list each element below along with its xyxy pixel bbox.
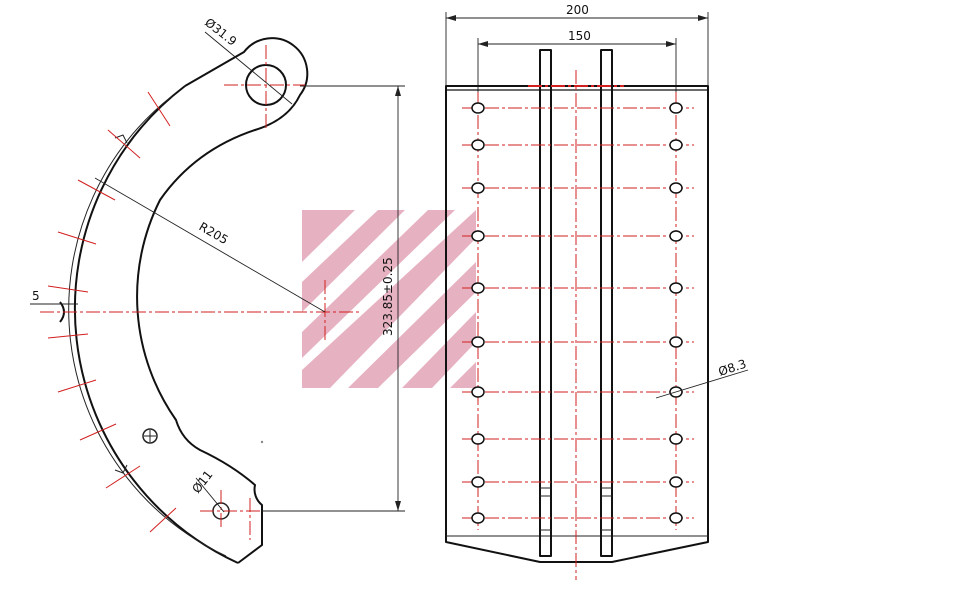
lining-notch-bottom	[114, 464, 128, 474]
small-hole-lower	[142, 428, 158, 444]
rivet-hole-grid	[462, 102, 694, 524]
rivet-hole-left	[471, 230, 485, 242]
lining-inner-arc	[68, 95, 227, 557]
web-rib-right	[600, 49, 613, 557]
lining-face-outline	[445, 85, 709, 563]
shoe-front-view: 200 150 Ø8.3	[445, 3, 749, 580]
dim-center-distance: 323.85±0.25	[381, 257, 395, 336]
lining-rivet-ticks	[47, 91, 177, 533]
rivet-hole-right	[669, 182, 683, 194]
rivet-hole-right	[669, 336, 683, 348]
dim-line-radius	[94, 177, 326, 313]
lining-outer-arc	[73, 85, 239, 564]
dim-offset: 5	[32, 289, 40, 303]
rivet-hole-left	[471, 282, 485, 294]
rivet-hole-left	[471, 476, 485, 488]
dim-line-pin-hole	[204, 31, 293, 105]
dim-rivet-hole: Ø8.3	[717, 357, 748, 379]
web-rib-left	[539, 49, 552, 557]
dim-small-hole: Ø11	[189, 468, 215, 496]
rivet-hole-right	[669, 476, 683, 488]
rivet-hole-right	[669, 230, 683, 242]
dim-pin-hole: Ø31.9	[202, 15, 239, 48]
dim-inner-width: 150	[568, 29, 591, 43]
rivet-hole-right	[669, 102, 683, 114]
dim-radius: R205	[197, 219, 231, 247]
watermark-logo	[302, 210, 476, 388]
rivet-hole-right	[669, 282, 683, 294]
shoe-web-outline	[136, 37, 309, 564]
rivet-hole-left	[471, 386, 485, 398]
rivet-hole-right	[669, 512, 683, 524]
rivet-hole-left	[471, 336, 485, 348]
rivet-hole-left	[471, 182, 485, 194]
rivet-hole-right	[669, 139, 683, 151]
rivet-hole-right	[669, 433, 683, 445]
rivet-hole-left	[471, 512, 485, 524]
rivet-hole-left	[471, 433, 485, 445]
lining-notch-top	[114, 134, 128, 144]
rivet-hole-left	[471, 139, 485, 151]
rivet-hole-left	[471, 102, 485, 114]
dim-overall-width: 200	[566, 3, 589, 17]
